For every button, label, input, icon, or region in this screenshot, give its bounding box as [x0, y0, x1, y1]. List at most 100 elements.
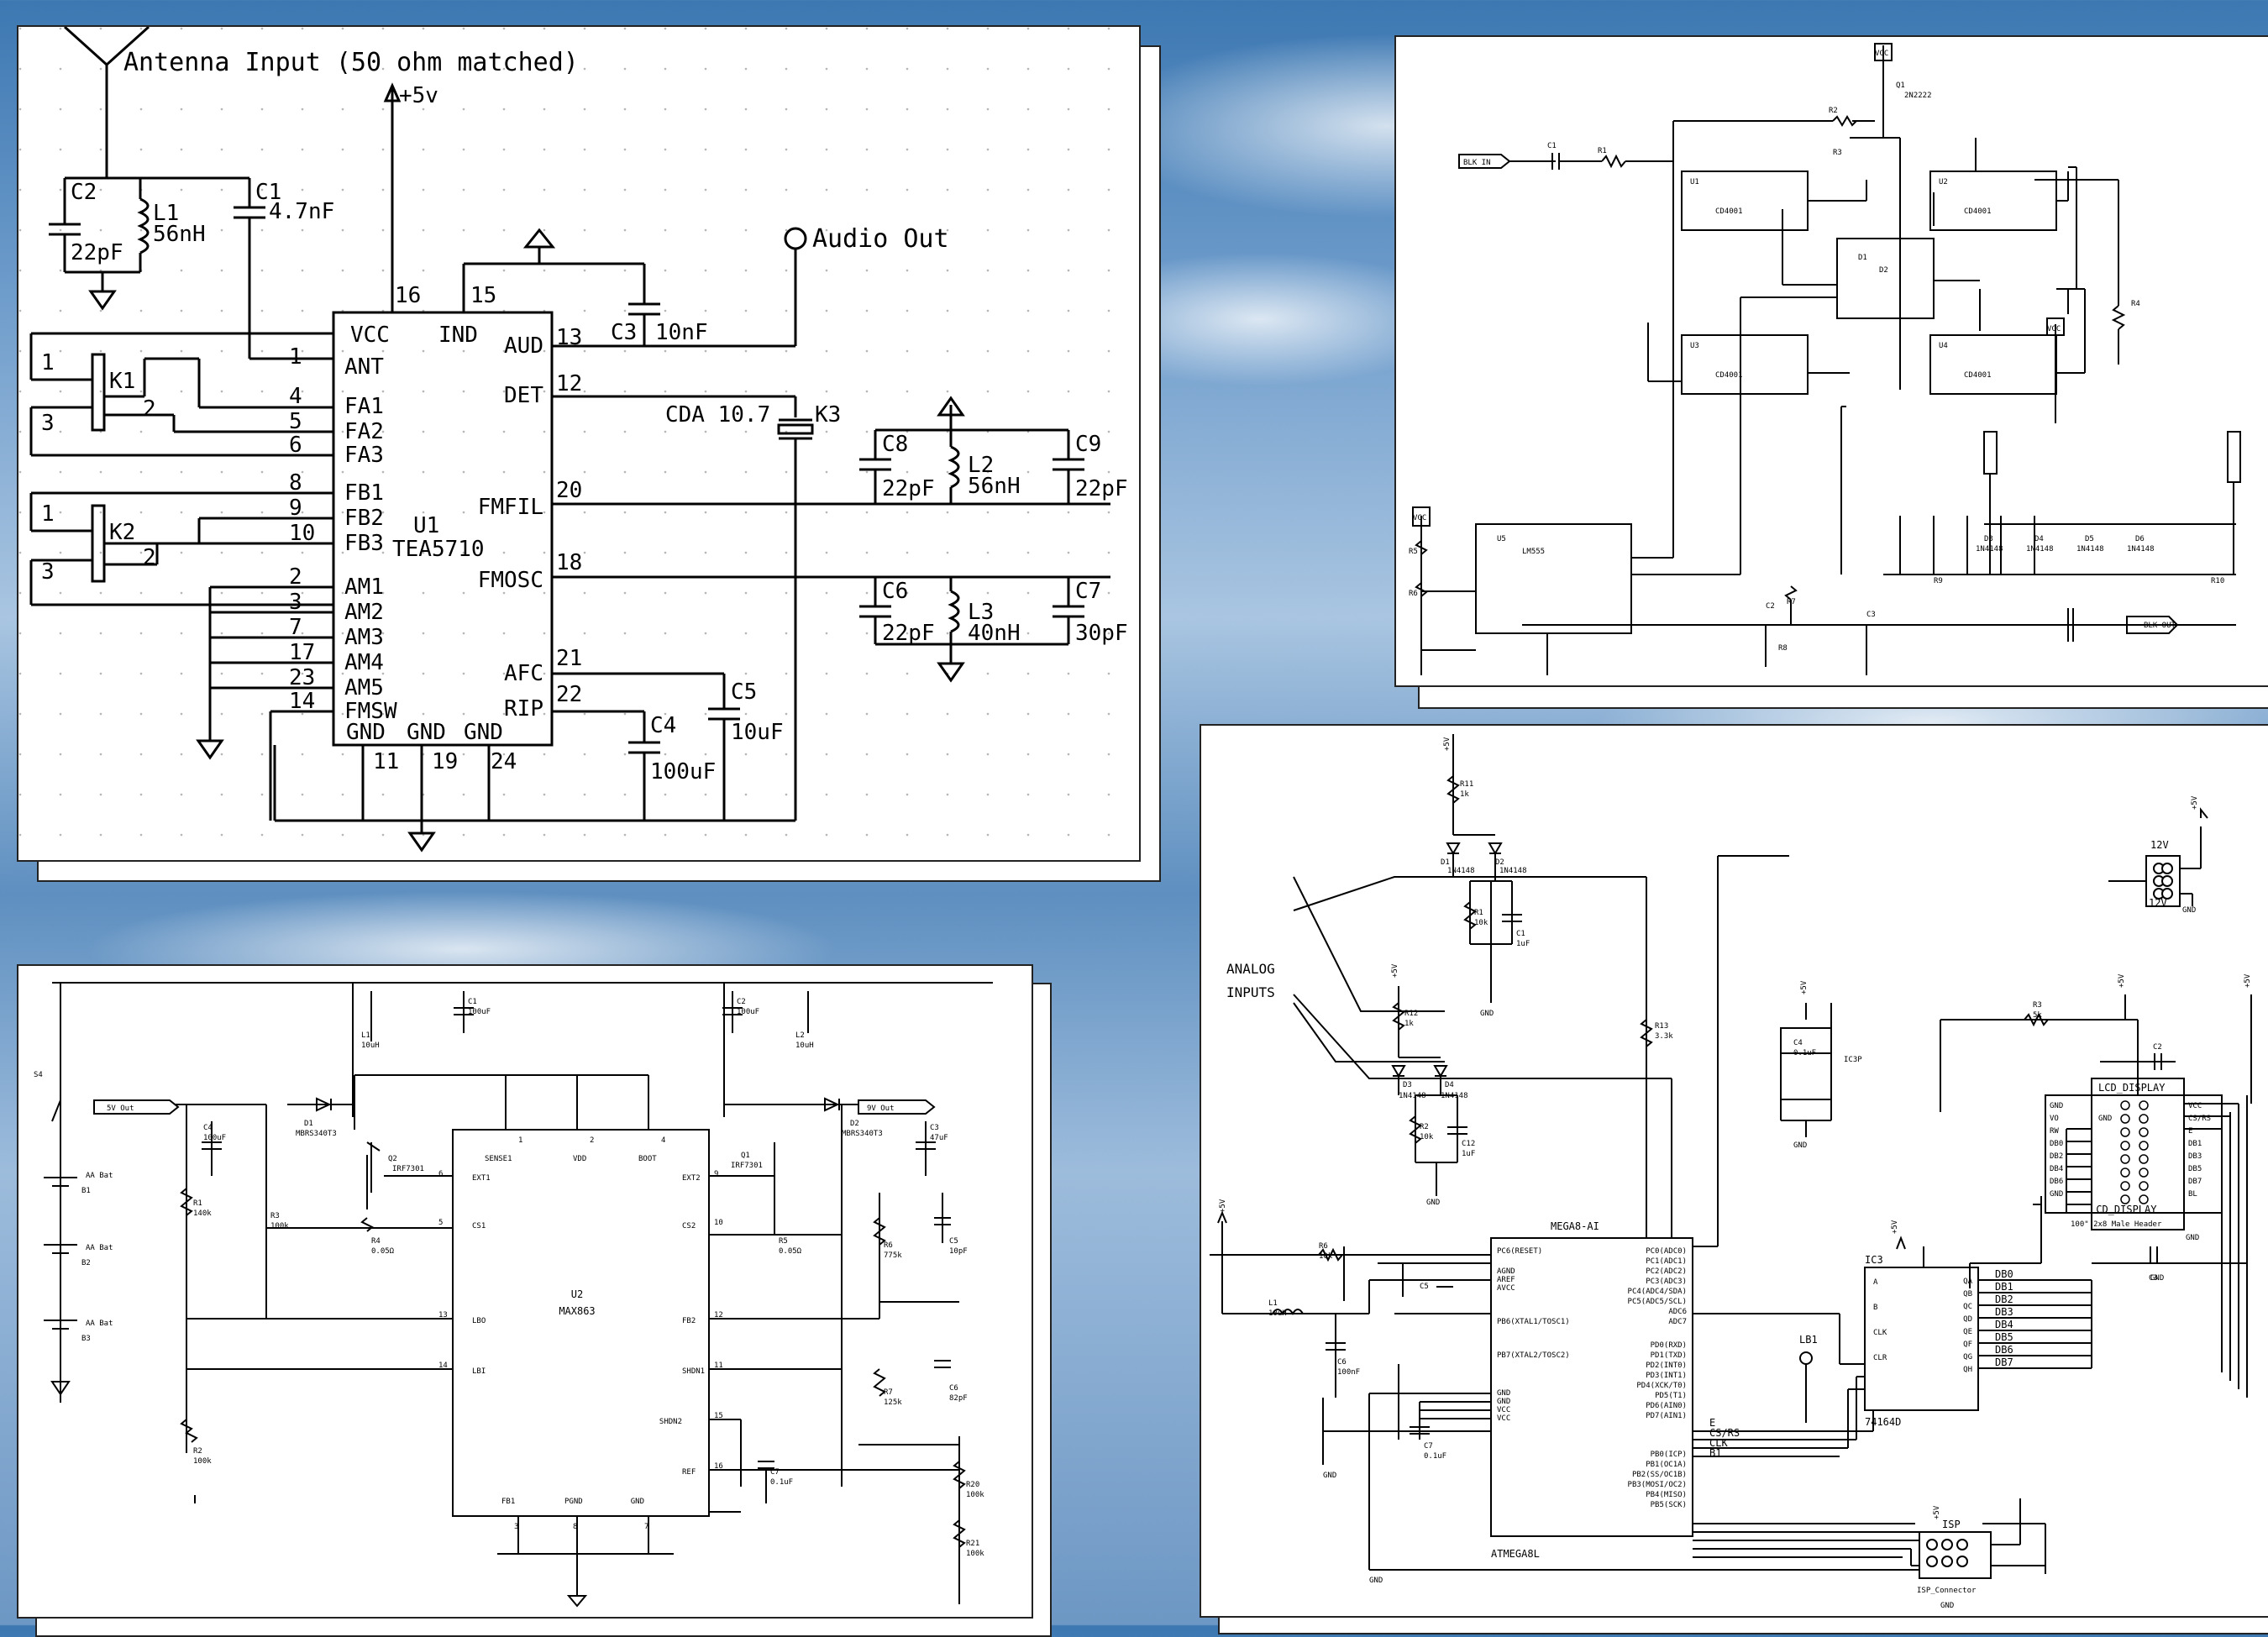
osc-label: U5: [1497, 535, 1506, 543]
net-label: CLK: [1709, 1437, 1728, 1449]
u1-pin-number: 14: [289, 689, 315, 714]
u1-pin-number: 15: [470, 283, 496, 308]
lcd-header-pin: [2139, 1194, 2149, 1204]
u1-pin-label: FMFIL: [478, 495, 543, 520]
mcu-pin-right: PB4(MISO): [1646, 1491, 1687, 1499]
c3-label: C3: [611, 320, 637, 345]
dcdc-label: AA Bat: [86, 1244, 113, 1252]
dcdc-label: 100k: [966, 1550, 984, 1558]
dcdc-label: 0.1uF: [770, 1478, 793, 1487]
c4-value: 100uF: [650, 759, 716, 784]
mcu-pin-left: AGND: [1497, 1267, 1515, 1276]
part-label: R6: [1319, 1242, 1328, 1251]
u1-pin-label: AFC: [504, 661, 543, 686]
osc-label: Q1: [1896, 81, 1905, 90]
u2-pin-label: FB2: [682, 1317, 696, 1325]
u2-pin-number: 14: [438, 1362, 448, 1370]
osc-label: VCC: [1875, 50, 1888, 58]
u2-pin-label: VDD: [573, 1155, 586, 1163]
u1-pin-label: FA3: [344, 443, 384, 468]
lcd-header-pin: [2139, 1154, 2149, 1164]
dcdc-label: 82pF: [949, 1394, 968, 1403]
dcdc-label: 9V Out: [867, 1104, 895, 1113]
mcu-pin-right: PC2(ADC2): [1646, 1267, 1687, 1276]
u1-pin-label: FMSW: [344, 699, 397, 724]
lcd-header-pin: [2120, 1141, 2130, 1151]
k2-pin2: 2: [143, 545, 156, 570]
lcd-header-pin: [2139, 1100, 2149, 1110]
osc-label: R9: [1934, 577, 1943, 585]
mcu-name-bottom: ATMEGA8L: [1491, 1548, 1540, 1560]
dcdc-label: 100k: [270, 1222, 289, 1230]
osc-label: CD4001: [1715, 207, 1743, 216]
supply-label: +5v: [399, 83, 438, 108]
u1-pin-number: 20: [556, 478, 582, 503]
k1-pin3: 3: [41, 411, 55, 436]
dcdc-label: R4: [371, 1237, 381, 1246]
part-label: 3.3k: [1655, 1032, 1673, 1041]
osc-label: C1: [1547, 142, 1557, 150]
gnd-label: GND: [1323, 1472, 1336, 1480]
dcdc-label: 775k: [884, 1251, 902, 1260]
u1-pin-label: FB2: [344, 506, 384, 531]
osc-label: C2: [1766, 602, 1775, 611]
audio-out-label: Audio Out: [812, 224, 949, 254]
dcdc-label: R7: [884, 1388, 893, 1397]
dcdc-label: R20: [966, 1481, 979, 1489]
u1-pin-label: AM4: [344, 650, 384, 675]
lcd-pin-right: VCC: [2188, 1102, 2202, 1110]
lcd-pin-left: DB0: [2050, 1140, 2063, 1148]
part-label: 0.1uF: [1424, 1452, 1446, 1461]
lcd-pin-left: DB6: [2050, 1178, 2063, 1186]
oscillator-schematic: BLK INC1R1U1CD4001U2CD4001U3CD4001U4CD40…: [1409, 43, 2241, 675]
lcd-header-pin: [2139, 1127, 2149, 1137]
osc-label: 1N4148: [2127, 545, 2155, 554]
lcd-pin-left: RW: [2050, 1127, 2059, 1136]
osc-label: R3: [1833, 149, 1842, 157]
lcd-header-pin: [2120, 1181, 2130, 1191]
lcd-pin-right: DB5: [2188, 1165, 2202, 1173]
c7-value: 30pF: [1075, 621, 1128, 646]
u1-pin-number: 3: [289, 590, 302, 615]
osc-label: R6: [1409, 590, 1418, 598]
mcu-pin-left: PB6(XTAL1/TOSC1): [1497, 1318, 1570, 1326]
mcu-pin-right: PC5(ADC5/SCL): [1628, 1298, 1687, 1306]
c1-label: C1: [255, 180, 281, 205]
mcu-pin-right: ADC7: [1668, 1318, 1687, 1326]
part-label: IC3P: [1844, 1056, 1862, 1064]
u1-pin-number: 24: [491, 749, 517, 774]
gnd-label: GND: [2150, 1274, 2164, 1283]
u1-pin-number: 16: [395, 283, 421, 308]
osc-label: R10: [2211, 577, 2224, 585]
osc-label: R8: [1778, 644, 1788, 653]
part-label: 100nF: [1337, 1368, 1360, 1377]
lcd-pin-left: DB2: [2050, 1152, 2063, 1161]
osc-label: C3: [1866, 611, 1876, 619]
mcu-pin-left: VCC: [1497, 1406, 1510, 1414]
supply-label: +5V: [2244, 973, 2252, 988]
gnd-label: GND: [1480, 1010, 1494, 1018]
lcd-title: LCD_DISPLAY: [2098, 1082, 2166, 1094]
part-label: C12: [1462, 1140, 1475, 1148]
osc-label: 1N4148: [2026, 545, 2054, 554]
conn-12v-label-bottom: 12V: [2149, 897, 2167, 909]
u2-ref: U2: [571, 1288, 583, 1300]
osc-label: R7: [1787, 598, 1796, 606]
part-label: C3: [2149, 1274, 2158, 1283]
dcdc-label: 100uF: [737, 1008, 759, 1016]
u1-pin-label: DET: [504, 383, 543, 408]
lcd-pin-right: BL: [2188, 1190, 2197, 1199]
u2-pin-label: LBO: [472, 1317, 486, 1325]
shift-pin-right: QB: [1963, 1290, 1972, 1299]
gnd-label: GND: [2182, 906, 2196, 915]
osc-label: 1N4148: [1976, 545, 2003, 554]
dcdc-label: B1: [81, 1187, 91, 1195]
u1-pin-number: 17: [289, 640, 315, 665]
dcdc-label: 10uH: [795, 1041, 814, 1050]
u1-pin-number: 9: [289, 496, 302, 521]
part-label: R2: [1420, 1123, 1429, 1131]
u1-pin-label: GND: [407, 720, 446, 745]
mcu-pin-left: AVCC: [1497, 1284, 1515, 1293]
osc-label: U2: [1939, 178, 1948, 186]
osc-label: D2: [1879, 266, 1888, 275]
